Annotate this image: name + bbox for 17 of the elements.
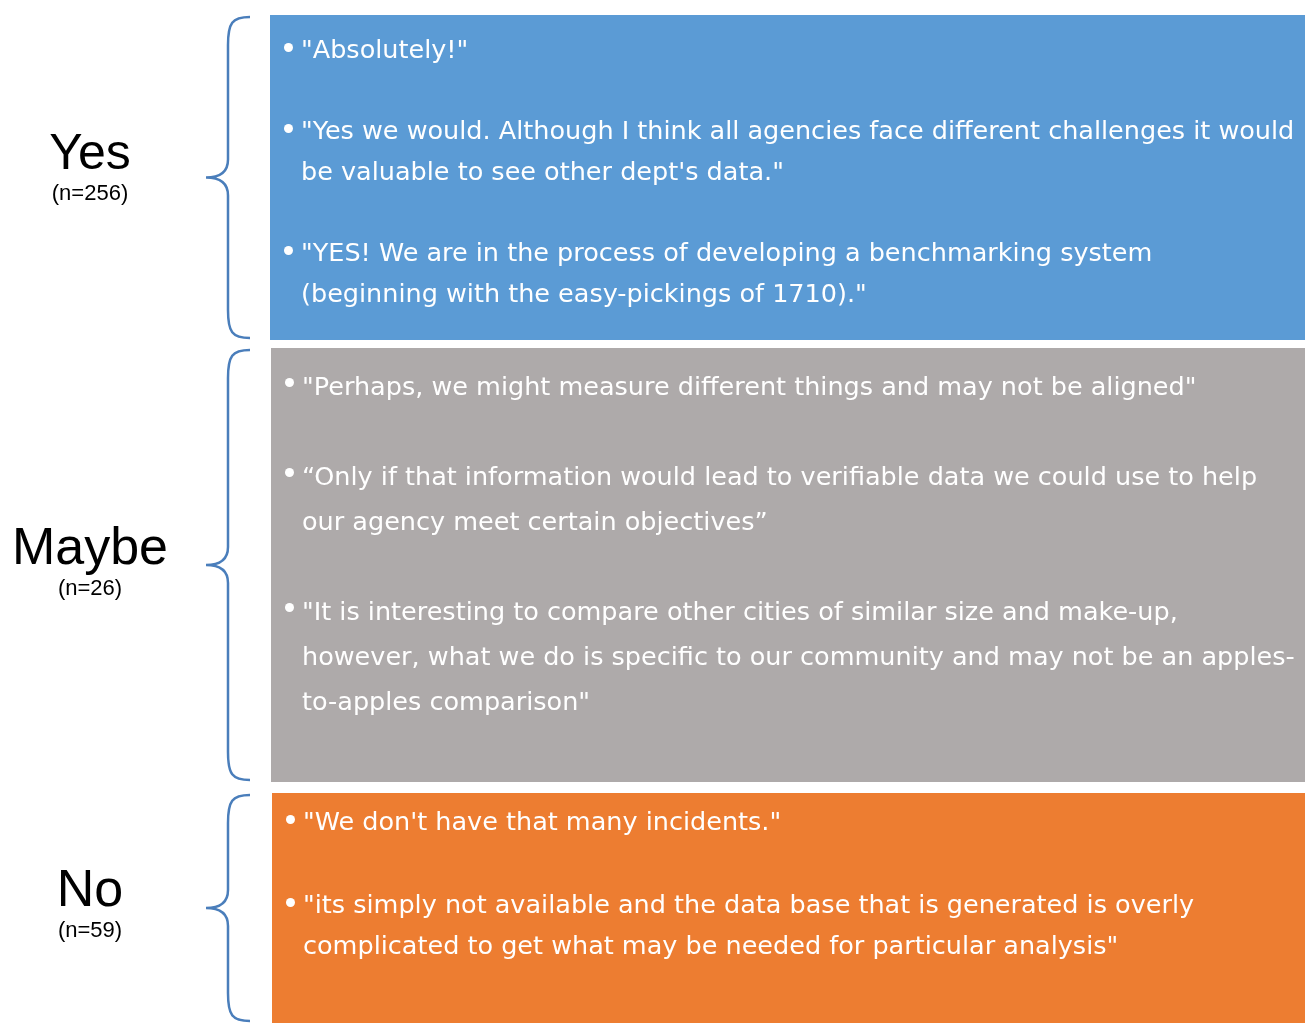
category-label: Yes xyxy=(49,125,131,180)
quote-panel xyxy=(271,348,1305,782)
count-label: (n=256) xyxy=(51,180,129,206)
quote-text: “Only if that information would lead to verifiable data we could use to help our agency meet certain objectives” xyxy=(302,460,1259,538)
quote-text: "its simply not available and the data base that is generated is overly complicated to get what may be needed for particular analysis" xyxy=(303,888,1196,962)
quote-panel xyxy=(270,15,1305,340)
quote-text: "Perhaps, we might measure different things and may not be aligned" xyxy=(302,370,1197,403)
quote-text: "We don't have that many incidents." xyxy=(303,805,782,838)
quote-text: "Absolutely!" xyxy=(301,33,469,66)
quote-panel xyxy=(272,793,1305,1023)
quote-text: "It is interesting to compare other cities of similar size and make-up, however, what we do is specific to our community and may not be an apples-to-apples comparison" xyxy=(302,595,1295,718)
count-label: (n=26) xyxy=(57,575,123,602)
category-label: Maybe xyxy=(11,518,169,576)
quote-text: "YES! We are in the process of developing a benchmarking system (beginning with the easy-pickings of 1710)." xyxy=(301,236,1154,310)
count-label: (n=59) xyxy=(57,917,123,944)
quote-text: "Yes we would. Although I think all agencies face different challenges it would be valuable to see other dept's data." xyxy=(301,114,1295,188)
category-label: No xyxy=(56,860,124,918)
